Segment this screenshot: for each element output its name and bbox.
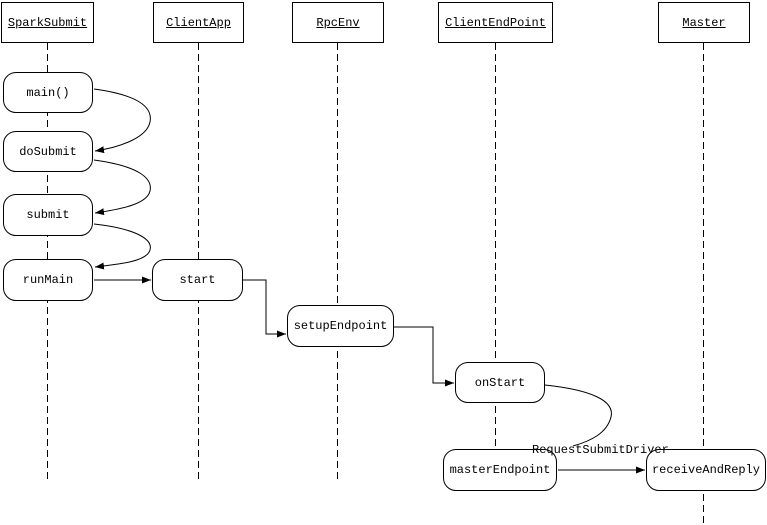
activation-main: main() <box>3 72 93 113</box>
lifeline-header-rpcenv: RpcEnv <box>292 2 384 43</box>
lifeline-header-clientendpoint: ClientEndPoint <box>438 2 553 43</box>
activation-masterendpoint: masterEndpoint <box>443 449 557 491</box>
activation-label: onStart <box>474 375 526 390</box>
activation-label: submit <box>26 208 70 222</box>
lifeline-header-master: Master <box>658 2 750 43</box>
activation-label: runMain <box>22 273 74 287</box>
arrow-dosubmit-submit <box>93 159 151 216</box>
activation-start: start <box>152 259 243 301</box>
message-label-requestsubmitdriver: RequestSubmitDriver <box>532 443 669 457</box>
arrow-onstart-masterendpoint <box>544 384 612 447</box>
arrow-start-setupendpoint <box>243 279 286 338</box>
activation-label: masterEndpoint <box>449 463 551 477</box>
lifeline-label: SparkSubmit <box>7 15 88 30</box>
lifeline-header-clientapp: ClientApp <box>153 2 244 43</box>
activation-runmain: runMain <box>3 259 93 301</box>
activation-label: main() <box>26 85 70 100</box>
activation-setupendpoint: setupEndpoint <box>287 305 394 347</box>
arrow-main-dosubmit <box>93 88 151 154</box>
lifeline-header-sparksubmit: SparkSubmit <box>1 2 94 43</box>
arrow-setupendpoint-onstart <box>394 326 454 387</box>
activation-receiveandreply: receiveAndReply <box>646 449 766 491</box>
lifeline-label: RpcEnv <box>316 15 360 30</box>
activation-label: doSubmit <box>19 144 77 159</box>
activation-submit: submit <box>3 194 93 236</box>
lifeline-label: Master <box>682 15 726 30</box>
activation-label: receiveAndReply <box>651 463 761 477</box>
activation-onstart: onStart <box>455 362 545 403</box>
lifeline-label: ClientApp <box>166 15 231 30</box>
activation-label: start <box>179 273 216 287</box>
activation-label: setupEndpoint <box>293 319 388 333</box>
lifeline-label: ClientEndPoint <box>445 15 546 30</box>
arrow-submit-runmain <box>93 223 151 270</box>
activation-dosubmit: doSubmit <box>3 131 93 172</box>
